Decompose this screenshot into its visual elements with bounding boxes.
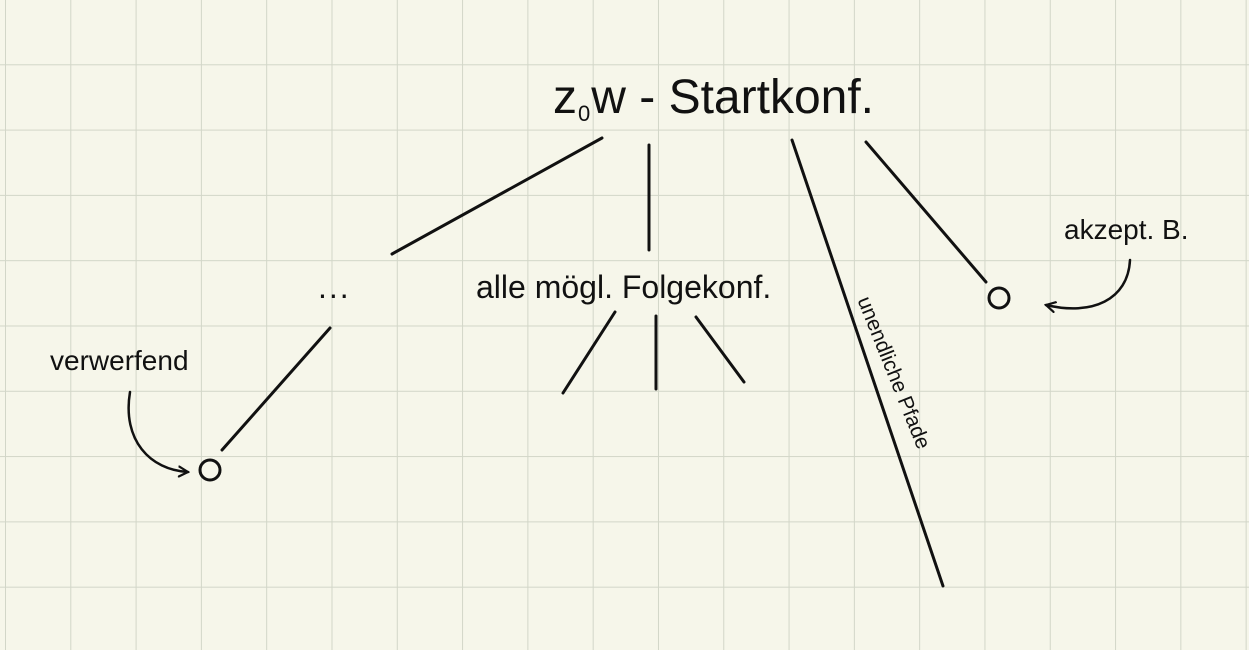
edge-infinite-path: [790, 138, 945, 588]
title-prefix: z: [553, 71, 577, 124]
edge-ellipsis-to-reject: [220, 326, 332, 452]
branch-right: [694, 315, 746, 384]
edge-start-to-accept: [864, 140, 988, 284]
accept-arrow: [1046, 258, 1132, 308]
accept-node: [987, 286, 1011, 310]
title-subscript: 0: [578, 101, 591, 126]
reject-arrow: [127, 390, 188, 472]
reject-node: [198, 458, 222, 482]
branch-left: [561, 310, 617, 395]
edge-start-to-ellipsis: [390, 136, 604, 256]
ellipsis-label: ...: [318, 269, 351, 305]
successor-configurations-label: alle mögl. Folgekonf.: [476, 269, 772, 305]
accept-label: akzept. B.: [1064, 214, 1189, 245]
title-rest: w - Startkonf.: [591, 71, 874, 124]
reject-label: verwerfend: [50, 345, 189, 376]
start-configuration-title: z0w - Startkonf.: [553, 70, 874, 134]
